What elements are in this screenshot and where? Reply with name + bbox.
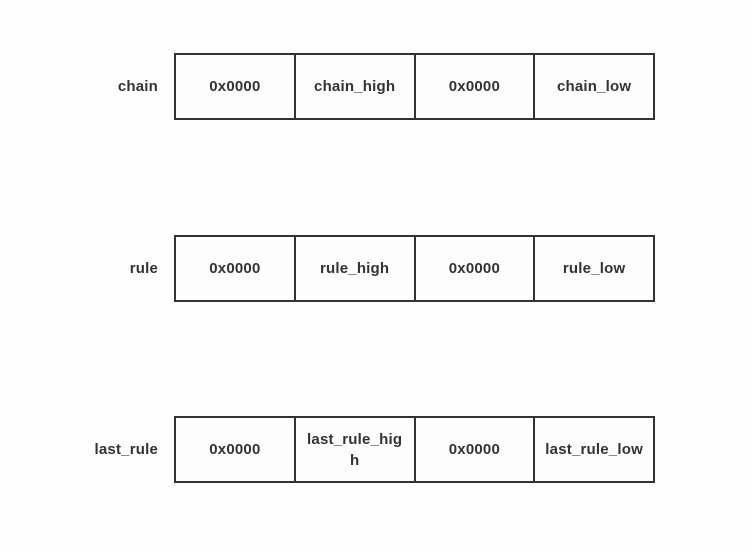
row-label: chain (117, 78, 158, 95)
table-cell: 0x0000 (209, 441, 261, 458)
table-cell: chain_high (293, 55, 414, 118)
table-cell: 0x0000 (413, 418, 534, 481)
table-cell: last_rule_high (293, 418, 414, 481)
struct-row-chain: chain 0x0000 chain_high 0x0000 chain_low (0, 53, 751, 120)
memory-table: 0x0000 chain_high 0x0000 chain_low (174, 53, 655, 120)
table-cell: rule_low (533, 237, 653, 300)
row-label: last_rule (94, 441, 158, 458)
table-cell: rule_high (293, 237, 414, 300)
table-cell: 0x0000 (413, 237, 534, 300)
table-cell: 0x0000 (413, 55, 534, 118)
memory-table: 0x0000 last_rule_high 0x0000 last_rule_l… (174, 416, 655, 483)
table-cell: chain_low (533, 55, 653, 118)
row-label: rule (129, 260, 158, 277)
memory-table: 0x0000 rule_high 0x0000 rule_low (174, 235, 655, 302)
table-cell: last_rule_low (533, 418, 653, 481)
table-cell: 0x0000 (209, 260, 261, 277)
table-cell: 0x0000 (209, 78, 261, 95)
struct-row-last-rule: last_rule 0x0000 last_rule_high 0x0000 l… (0, 416, 751, 483)
struct-row-rule: rule 0x0000 rule_high 0x0000 rule_low (0, 235, 751, 302)
